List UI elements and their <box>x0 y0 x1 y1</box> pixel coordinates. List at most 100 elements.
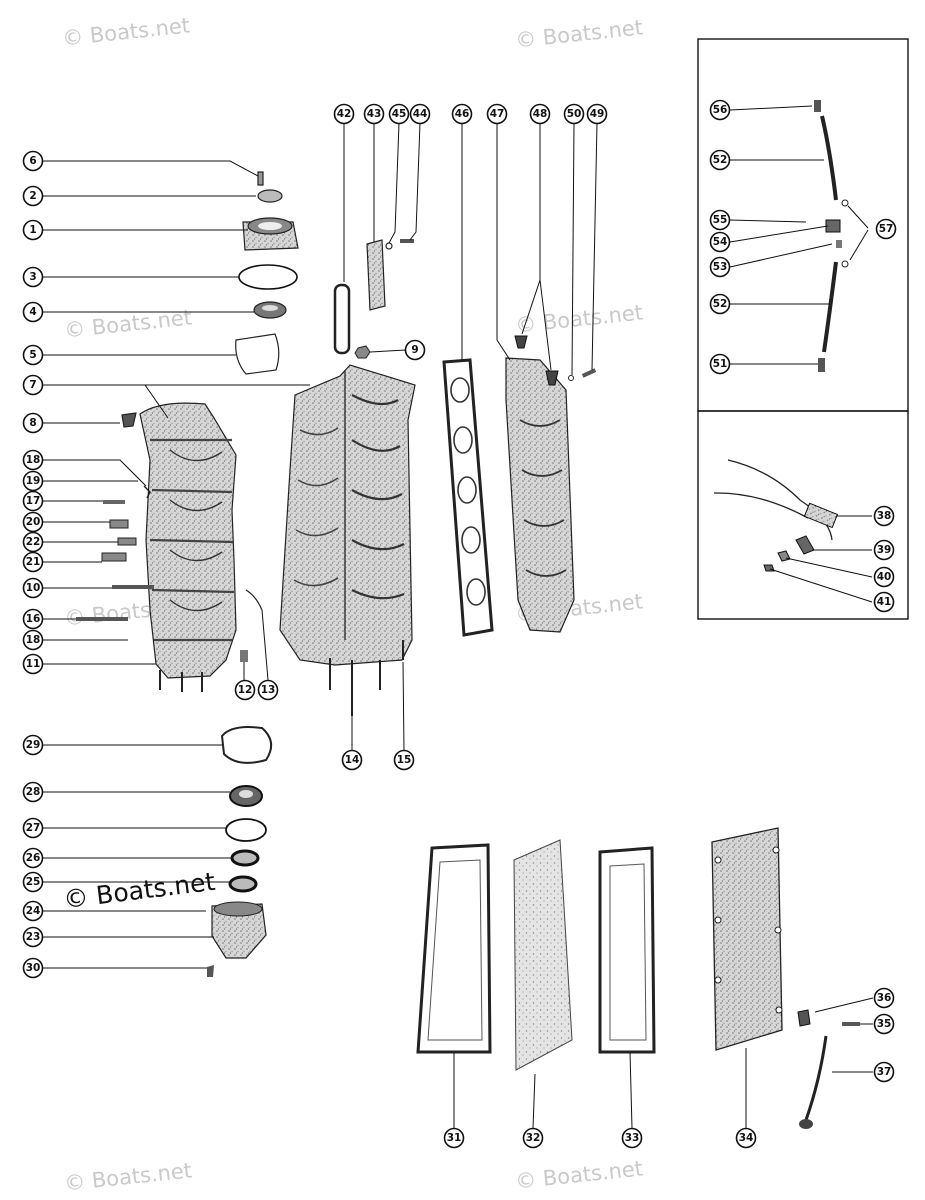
part-57-clamp-b <box>841 260 849 268</box>
callout-c20: 20 <box>22 511 44 533</box>
part-45-washer <box>385 242 393 250</box>
part-32-cover-plate <box>513 839 573 1071</box>
svg-text:19: 19 <box>26 475 41 487</box>
svg-text:50: 50 <box>567 108 582 120</box>
svg-text:47: 47 <box>490 108 505 120</box>
svg-text:55: 55 <box>713 214 728 226</box>
callout-c16: 16 <box>22 608 44 630</box>
svg-text:36: 36 <box>877 992 892 1004</box>
svg-text:8: 8 <box>29 417 36 429</box>
callout-c33: 33 <box>621 1127 643 1149</box>
callout-c21: 21 <box>22 551 44 573</box>
part-16-bolt <box>76 617 128 621</box>
part-36-plug <box>797 1009 811 1027</box>
callout-c8: 8 <box>22 412 44 434</box>
svg-text:52: 52 <box>713 154 728 166</box>
leader-lines <box>43 105 874 1129</box>
callout-c27: 27 <box>22 817 44 839</box>
callout-c23: 23 <box>22 926 44 948</box>
callout-c11: 11 <box>22 653 44 675</box>
svg-text:31: 31 <box>447 1132 462 1144</box>
part-5-gasket <box>235 333 280 375</box>
svg-text:45: 45 <box>392 108 407 120</box>
svg-text:9: 9 <box>411 344 418 356</box>
callout-c17: 17 <box>22 490 44 512</box>
callout-c10: 10 <box>22 577 44 599</box>
part-49-screw <box>581 368 597 378</box>
callout-c29: 29 <box>22 734 44 756</box>
callout-c25: 25 <box>22 871 44 893</box>
part-56-fitting <box>814 100 821 112</box>
svg-text:16: 16 <box>26 613 41 625</box>
callout-c56: 56 <box>709 99 731 121</box>
part-4-bearing <box>253 301 287 319</box>
part-43-plate <box>366 239 386 311</box>
part-37-wire <box>804 1035 828 1121</box>
svg-text:21: 21 <box>26 556 41 568</box>
callout-c19: 19 <box>22 470 44 492</box>
callout-c4: 4 <box>22 301 44 323</box>
callout-c18b: 18 <box>22 629 44 651</box>
svg-text:11: 11 <box>26 658 41 670</box>
callout-c49: 49 <box>586 103 608 125</box>
svg-text:5: 5 <box>29 349 36 361</box>
part-54-tee <box>825 219 841 233</box>
callout-c40: 40 <box>873 566 895 588</box>
callout-c5: 5 <box>22 344 44 366</box>
callout-c14: 14 <box>341 749 363 771</box>
part-22-fitting <box>117 537 137 546</box>
part-34-exhaust-cover <box>711 827 783 1051</box>
svg-text:52: 52 <box>713 298 728 310</box>
part-46-head-gasket <box>442 358 494 637</box>
part-53-fitting <box>836 240 842 248</box>
part-25-seal <box>228 875 258 893</box>
part-51-fitting <box>818 358 825 372</box>
part-37-terminal <box>799 1119 813 1129</box>
part-48-plug-b <box>545 370 559 386</box>
part-21-fitting <box>101 552 127 562</box>
svg-text:10: 10 <box>26 582 41 594</box>
svg-text:26: 26 <box>26 852 41 864</box>
part-3-o-ring <box>238 264 298 290</box>
part-23-end-cap <box>211 901 267 959</box>
part-31-gasket <box>416 843 492 1054</box>
callout-c41: 41 <box>873 591 895 613</box>
svg-text:41: 41 <box>877 596 892 608</box>
part-33-gasket <box>598 846 656 1054</box>
svg-text:7: 7 <box>29 379 36 391</box>
callout-c42: 42 <box>333 103 355 125</box>
callout-c22: 22 <box>22 531 44 553</box>
part-40-clip <box>777 550 791 562</box>
svg-text:15: 15 <box>397 754 412 766</box>
part-57-clamp-a <box>841 199 849 207</box>
callout-c6: 6 <box>22 150 44 172</box>
callout-c52a: 52 <box>709 149 731 171</box>
callout-c54: 54 <box>709 231 731 253</box>
callout-c44: 44 <box>409 103 431 125</box>
svg-text:14: 14 <box>345 754 360 766</box>
inset-box-sensor <box>697 410 909 620</box>
part-1-housing <box>242 217 299 251</box>
svg-text:40: 40 <box>877 571 892 583</box>
part-44-screw <box>400 239 414 243</box>
svg-text:1: 1 <box>29 224 36 236</box>
svg-text:24: 24 <box>26 905 41 917</box>
part-13-wire <box>245 589 263 611</box>
part-29-gasket <box>220 726 273 764</box>
svg-text:12: 12 <box>238 684 253 696</box>
svg-text:3: 3 <box>29 271 36 283</box>
callout-c9: 9 <box>404 339 426 361</box>
callout-c45: 45 <box>388 103 410 125</box>
svg-text:35: 35 <box>877 1018 892 1030</box>
callout-c46: 46 <box>451 103 473 125</box>
callout-c13: 13 <box>257 679 279 701</box>
svg-text:53: 53 <box>713 261 728 273</box>
callout-c52b: 52 <box>709 293 731 315</box>
svg-text:23: 23 <box>26 931 41 943</box>
svg-text:34: 34 <box>739 1132 754 1144</box>
part-2-seal <box>257 189 283 203</box>
part-28-bearing <box>229 785 263 807</box>
callout-c57: 57 <box>875 218 897 240</box>
part-14-cylinder-block <box>279 364 416 716</box>
